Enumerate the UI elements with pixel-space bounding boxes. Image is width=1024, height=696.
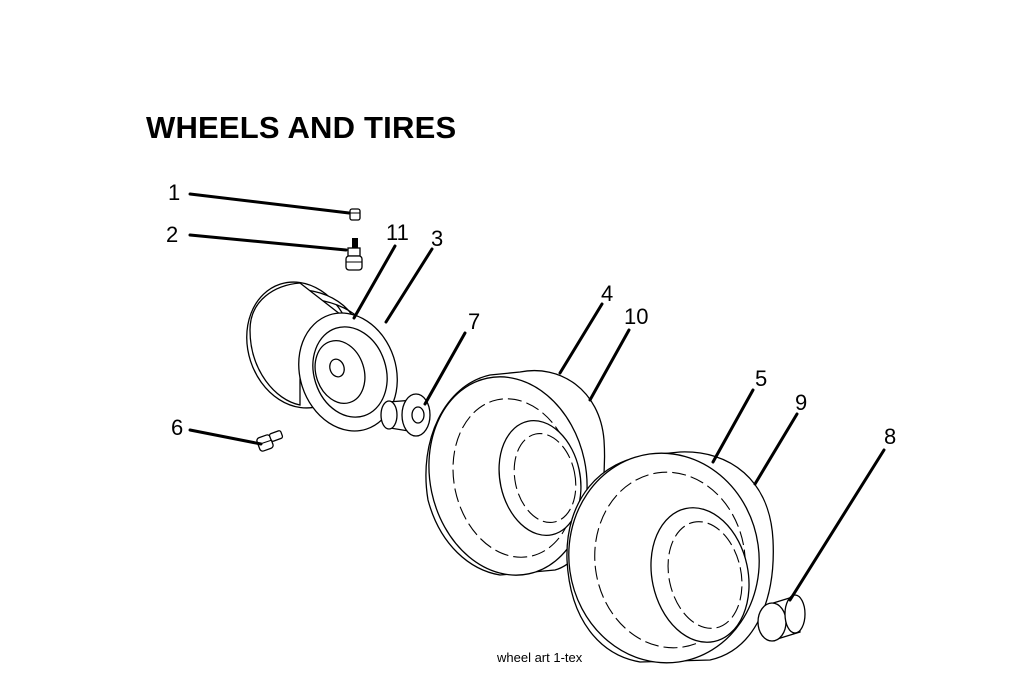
callout-11: 11 (386, 220, 409, 245)
callout-6: 6 (171, 415, 183, 440)
callout-5: 5 (755, 366, 767, 391)
leader-2 (188, 233, 348, 252)
leader-7 (423, 331, 467, 406)
leader-3 (384, 247, 434, 324)
callout-7: 7 (468, 309, 480, 334)
callout-2: 2 (166, 222, 178, 247)
callout-1: 1 (168, 180, 180, 205)
front-tire (425, 370, 606, 576)
bushing (380, 393, 431, 437)
callout-9: 9 (795, 390, 807, 415)
leader-5 (711, 388, 755, 464)
callout-8: 8 (884, 424, 896, 449)
leader-10 (588, 328, 631, 402)
callout-10: 10 (624, 304, 648, 329)
leader-11 (352, 244, 397, 320)
leader-1 (188, 192, 351, 215)
leader-6 (188, 428, 263, 446)
figure-caption: wheel art 1-tex (497, 650, 583, 665)
rear-tire (566, 451, 774, 664)
callout-3: 3 (431, 226, 443, 251)
leader-8 (788, 448, 886, 602)
lug-bolt (256, 430, 284, 452)
valve-cap (349, 208, 361, 221)
valve-stem (345, 238, 363, 271)
callout-4: 4 (601, 281, 613, 306)
wheel-rim (246, 281, 398, 432)
page-title: WHEELS AND TIRES (146, 110, 457, 145)
leader-4 (558, 302, 604, 375)
leader-9 (753, 412, 799, 486)
hub-cap (757, 594, 806, 642)
